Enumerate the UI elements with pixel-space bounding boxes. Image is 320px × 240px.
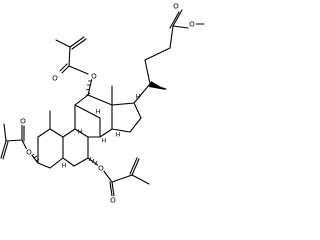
atom-label-oxygen: O — [91, 72, 97, 81]
stereo-hydrogen-label: H — [116, 132, 121, 139]
stereo-hydrogen-label: H — [96, 109, 101, 116]
atom-label-oxygen: O — [110, 196, 116, 205]
atom-label-oxygen: O — [189, 20, 195, 29]
atom-label-oxygen: O — [26, 148, 32, 157]
stereo-hydrogens: H H H H H H — [62, 94, 141, 170]
bond-lines — [0, 9, 205, 197]
chemical-structure-diagram: O O O O O O O O H H H H H H — [0, 2, 205, 205]
atom-labels: O O O O O O O O — [19, 2, 196, 205]
stereo-hydrogen-label: H — [62, 163, 67, 170]
atom-label-oxygen: O — [52, 74, 58, 83]
stereo-hydrogen-label: H — [102, 138, 107, 145]
stereo-bonds — [31, 80, 166, 166]
atom-label-oxygen: O — [20, 117, 26, 126]
atom-label-oxygen: O — [173, 2, 179, 11]
stereo-hydrogen-label: H — [78, 129, 83, 136]
stereo-hydrogen-label: H — [136, 94, 141, 101]
atom-label-oxygen: O — [98, 164, 104, 173]
